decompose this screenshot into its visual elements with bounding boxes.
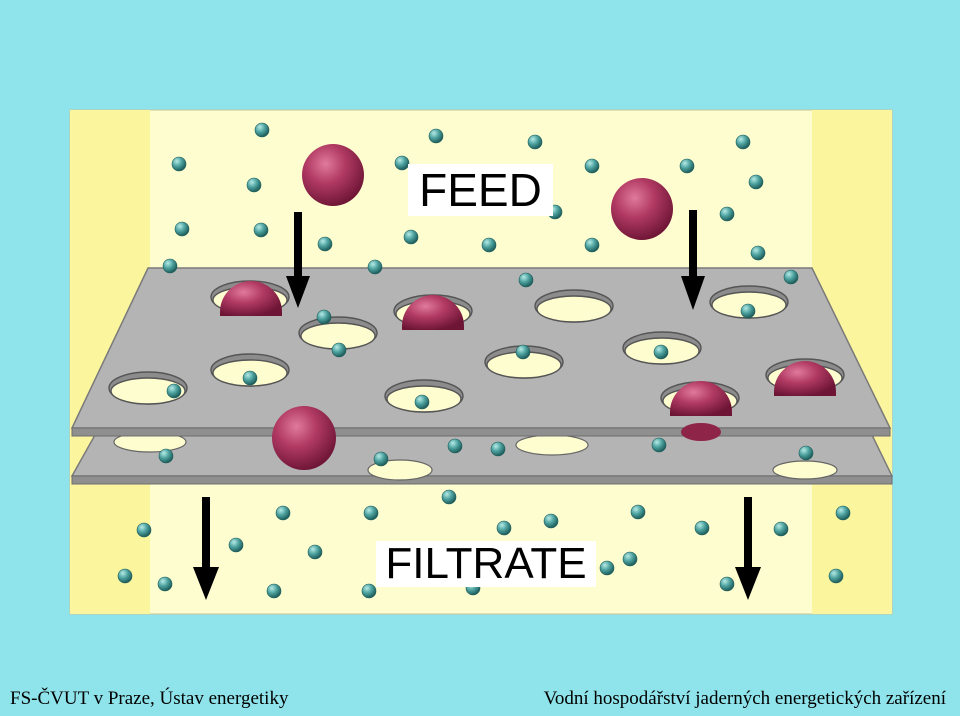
small-particle — [828, 568, 844, 584]
feed-label: FEED — [408, 164, 553, 216]
small-particle — [275, 505, 291, 521]
small-particle — [253, 222, 269, 238]
small-particle — [543, 513, 559, 529]
small-particle — [679, 158, 695, 174]
large-particle — [220, 281, 282, 316]
small-particle — [694, 520, 710, 536]
small-particle — [331, 342, 347, 358]
pore — [108, 371, 188, 405]
small-particle — [242, 370, 258, 386]
large-particle — [774, 361, 836, 396]
small-particle — [630, 504, 646, 520]
membrane-lower-hole — [772, 460, 838, 480]
small-particle — [228, 537, 244, 553]
small-particles — [117, 122, 851, 599]
small-particle — [367, 259, 383, 275]
small-particle — [246, 177, 262, 193]
small-particle — [651, 437, 667, 453]
small-particle — [719, 206, 735, 222]
small-particle — [447, 438, 463, 454]
small-particle — [403, 229, 419, 245]
small-particle — [307, 544, 323, 560]
large-particle — [611, 178, 673, 240]
small-particle — [373, 451, 389, 467]
arrow-down-icon — [735, 497, 761, 600]
membrane-lower-hole — [515, 434, 589, 456]
small-particle — [254, 122, 270, 138]
small-particle — [316, 309, 332, 325]
small-particle — [773, 521, 789, 537]
filtrate-label: FILTRATE — [376, 541, 596, 587]
small-particle — [428, 128, 444, 144]
small-particle — [166, 383, 182, 399]
footer-institution: FS-ČVUT v Praze, Ústav energetiky — [10, 688, 289, 709]
small-particle — [518, 272, 534, 288]
arrow-down-icon — [193, 497, 219, 600]
small-particle — [622, 551, 638, 567]
arrow-down-icon — [286, 212, 310, 308]
large-particle — [302, 144, 364, 206]
small-particle — [394, 155, 410, 171]
large-particle — [272, 406, 336, 470]
large-particle — [670, 381, 732, 416]
small-particle — [174, 221, 190, 237]
small-particle — [719, 576, 735, 592]
small-particle — [414, 394, 430, 410]
small-particle — [158, 448, 174, 464]
small-particle — [162, 258, 178, 274]
small-particle — [157, 576, 173, 592]
small-particle — [584, 158, 600, 174]
small-particle — [363, 505, 379, 521]
large-particle — [681, 423, 721, 441]
small-particle — [584, 237, 600, 253]
small-particle — [740, 303, 756, 319]
small-particle — [798, 445, 814, 461]
large-particles-trapped — [220, 281, 836, 441]
small-particle — [527, 134, 543, 150]
small-particle — [361, 583, 377, 599]
small-particle — [490, 441, 506, 457]
large-particle — [402, 295, 464, 330]
small-particle — [496, 520, 512, 536]
membrane-lower — [70, 431, 894, 485]
footer-course-title: Vodní hospodářství jaderných energetický… — [543, 688, 946, 709]
small-particle — [317, 236, 333, 252]
small-particle — [653, 344, 669, 360]
flow-arrows — [193, 210, 761, 600]
small-particle — [750, 245, 766, 261]
large-particles-free — [272, 144, 673, 470]
small-particle — [171, 156, 187, 172]
small-particle — [441, 489, 457, 505]
small-particle — [783, 269, 799, 285]
small-particle — [117, 568, 133, 584]
small-particle — [266, 583, 282, 599]
arrow-down-icon — [681, 210, 705, 310]
pore — [534, 289, 614, 323]
small-particle — [735, 134, 751, 150]
small-particle — [136, 522, 152, 538]
pore — [484, 345, 564, 379]
small-particle — [599, 560, 615, 576]
small-particle — [835, 505, 851, 521]
small-particle — [481, 237, 497, 253]
pore — [298, 316, 378, 350]
small-particle — [515, 344, 531, 360]
small-particle — [748, 174, 764, 190]
